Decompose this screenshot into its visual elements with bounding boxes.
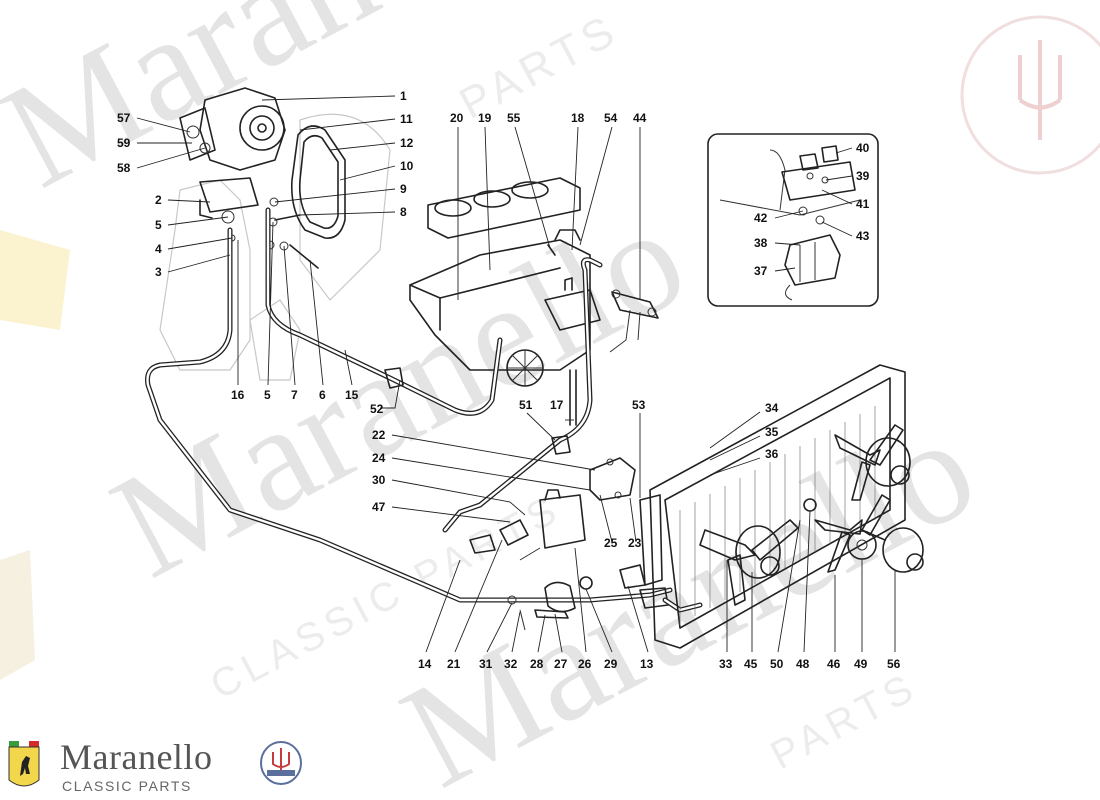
leader-lines (136, 95, 896, 653)
callout-51: 51 (519, 398, 533, 412)
callout-55: 55 (507, 111, 521, 125)
callout-14: 14 (418, 657, 432, 671)
callout-3: 3 (155, 265, 162, 279)
callout-8: 8 (400, 205, 407, 219)
callout-57: 57 (117, 111, 131, 125)
callout-25: 25 (604, 536, 618, 550)
callout-56: 56 (887, 657, 901, 671)
callout-26: 26 (578, 657, 592, 671)
control-inset (707, 133, 879, 307)
callout-39: 39 (856, 169, 870, 183)
callout-34: 34 (765, 401, 779, 415)
callout-11: 11 (400, 112, 413, 126)
callout-18: 18 (571, 111, 585, 125)
callout-53: 53 (632, 398, 646, 412)
callout-42: 42 (754, 211, 768, 225)
callout-47: 47 (372, 500, 386, 514)
maserati-trident-icon (260, 741, 302, 785)
callout-31: 31 (479, 657, 493, 671)
callout-15: 15 (345, 388, 359, 402)
callout-2: 2 (155, 193, 162, 207)
callout-16: 16 (231, 388, 245, 402)
evaporator-unit (409, 177, 601, 426)
callout-7: 7 (291, 388, 298, 402)
brand-footer: Maranello CLASSIC PARTS (8, 737, 308, 798)
brand-subtitle: CLASSIC PARTS (62, 778, 192, 794)
callout-13: 13 (640, 657, 654, 671)
callout-33: 33 (719, 657, 733, 671)
callout-24: 24 (372, 451, 386, 465)
condenser (639, 364, 906, 649)
callout-19: 19 (478, 111, 492, 125)
callout-38: 38 (754, 236, 768, 250)
callout-29: 29 (604, 657, 618, 671)
watermark-trident-icon (1018, 40, 1062, 140)
callout-1: 1 (400, 89, 407, 103)
callout-37: 37 (754, 264, 768, 278)
callout-54: 54 (604, 111, 618, 125)
callout-5-bottom: 5 (264, 388, 271, 402)
callout-40: 40 (856, 141, 870, 155)
callout-46: 46 (827, 657, 841, 671)
watermark-shield-left-top (0, 230, 70, 330)
watermark-seal-icon (960, 15, 1100, 175)
callout-labels: 1 11 12 10 9 8 57 59 58 2 5 4 3 16 5 7 6… (117, 89, 901, 671)
callout-32: 32 (504, 657, 518, 671)
engine-block-ghost (159, 113, 391, 381)
callout-49: 49 (854, 657, 868, 671)
callout-41: 41 (856, 197, 870, 211)
callout-9: 9 (400, 182, 407, 196)
callout-35: 35 (765, 425, 779, 439)
callout-50: 50 (770, 657, 784, 671)
fan-right (834, 424, 911, 501)
watermark-shield-left-bottom (0, 550, 35, 680)
callout-28: 28 (530, 657, 544, 671)
expansion-valve (609, 289, 659, 353)
callout-21: 21 (447, 657, 461, 671)
refrigerant-pipes (145, 207, 703, 631)
callout-6: 6 (319, 388, 326, 402)
callout-17: 17 (550, 398, 564, 412)
callout-5-top: 5 (155, 218, 162, 232)
callout-59: 59 (117, 136, 131, 150)
ferrari-shield-icon (8, 741, 40, 787)
watermark-parts-bottom: PARTS (764, 664, 926, 778)
callout-43: 43 (856, 229, 870, 243)
callout-23: 23 (628, 536, 642, 550)
callout-20: 20 (450, 111, 464, 125)
callout-12: 12 (400, 136, 414, 150)
callout-22: 22 (372, 428, 386, 442)
callout-27: 27 (554, 657, 568, 671)
callout-58: 58 (117, 161, 131, 175)
callout-48: 48 (796, 657, 810, 671)
callout-44: 44 (633, 111, 647, 125)
callout-45: 45 (744, 657, 758, 671)
callout-30: 30 (372, 473, 386, 487)
brand-name: Maranello (60, 737, 213, 777)
callout-4: 4 (155, 242, 162, 256)
callout-36: 36 (765, 447, 779, 461)
callout-10: 10 (400, 159, 414, 173)
fan-left (699, 519, 799, 606)
callout-52: 52 (370, 402, 384, 416)
